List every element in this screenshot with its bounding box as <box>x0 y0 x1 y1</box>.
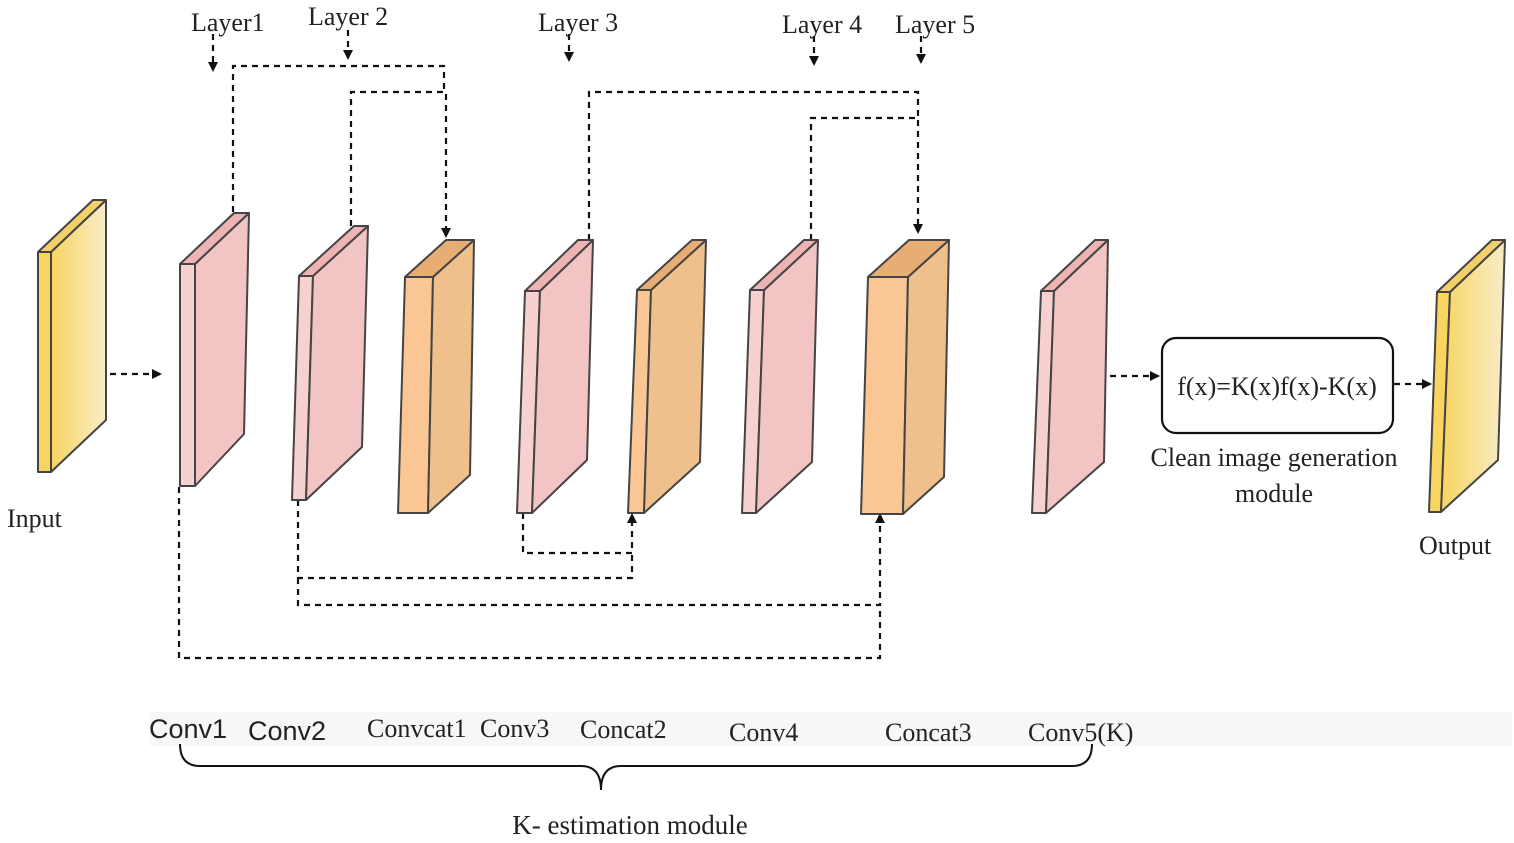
conv3-block <box>516 239 594 514</box>
bottom-label-conv2: Conv2 <box>248 716 326 746</box>
conv4-block <box>741 239 819 514</box>
concat3-block <box>860 239 950 515</box>
bottom-label-conv5: Conv5(K) <box>1028 718 1133 747</box>
output-label: Output <box>1419 531 1492 560</box>
top-skip-connections <box>231 64 923 240</box>
layer4-label: Layer 4 <box>782 10 862 39</box>
bottom-label-concat2: Concat2 <box>580 715 667 744</box>
conv1-block <box>179 212 250 487</box>
bottom-skip-connections <box>177 487 885 660</box>
layer5-label: Layer 5 <box>895 10 975 39</box>
conv5-block <box>1031 239 1109 514</box>
bottom-label-conv4: Conv4 <box>729 718 798 747</box>
layer2-label: Layer 2 <box>308 2 388 31</box>
k-estimation-label: K- estimation module <box>512 810 747 840</box>
input-block <box>37 199 107 473</box>
bottom-label-convcat1: Convcat1 <box>367 714 467 743</box>
layer-arrows <box>208 30 926 72</box>
module-caption-line1: Clean image generation <box>1151 443 1398 472</box>
concat2-block <box>627 239 707 514</box>
module-formula: f(x)=K(x)f(x)-K(x) <box>1177 372 1376 401</box>
conv2-block <box>291 225 369 501</box>
bottom-label-conv3: Conv3 <box>480 714 549 743</box>
bottom-label-conv1: Conv1 <box>149 714 227 744</box>
module-caption-line2: module <box>1235 479 1313 508</box>
concat1-block <box>397 239 475 514</box>
input-label: Input <box>7 504 63 533</box>
label-band <box>150 712 1512 746</box>
flow-arrows <box>110 369 1432 389</box>
k-estimation-brace <box>179 743 1093 791</box>
layer3-label: Layer 3 <box>538 8 618 37</box>
clean-image-module-box <box>1160 336 1395 435</box>
bottom-label-concat3: Concat3 <box>885 718 972 747</box>
output-block <box>1428 239 1506 513</box>
layer1-label: Layer1 <box>191 8 265 37</box>
